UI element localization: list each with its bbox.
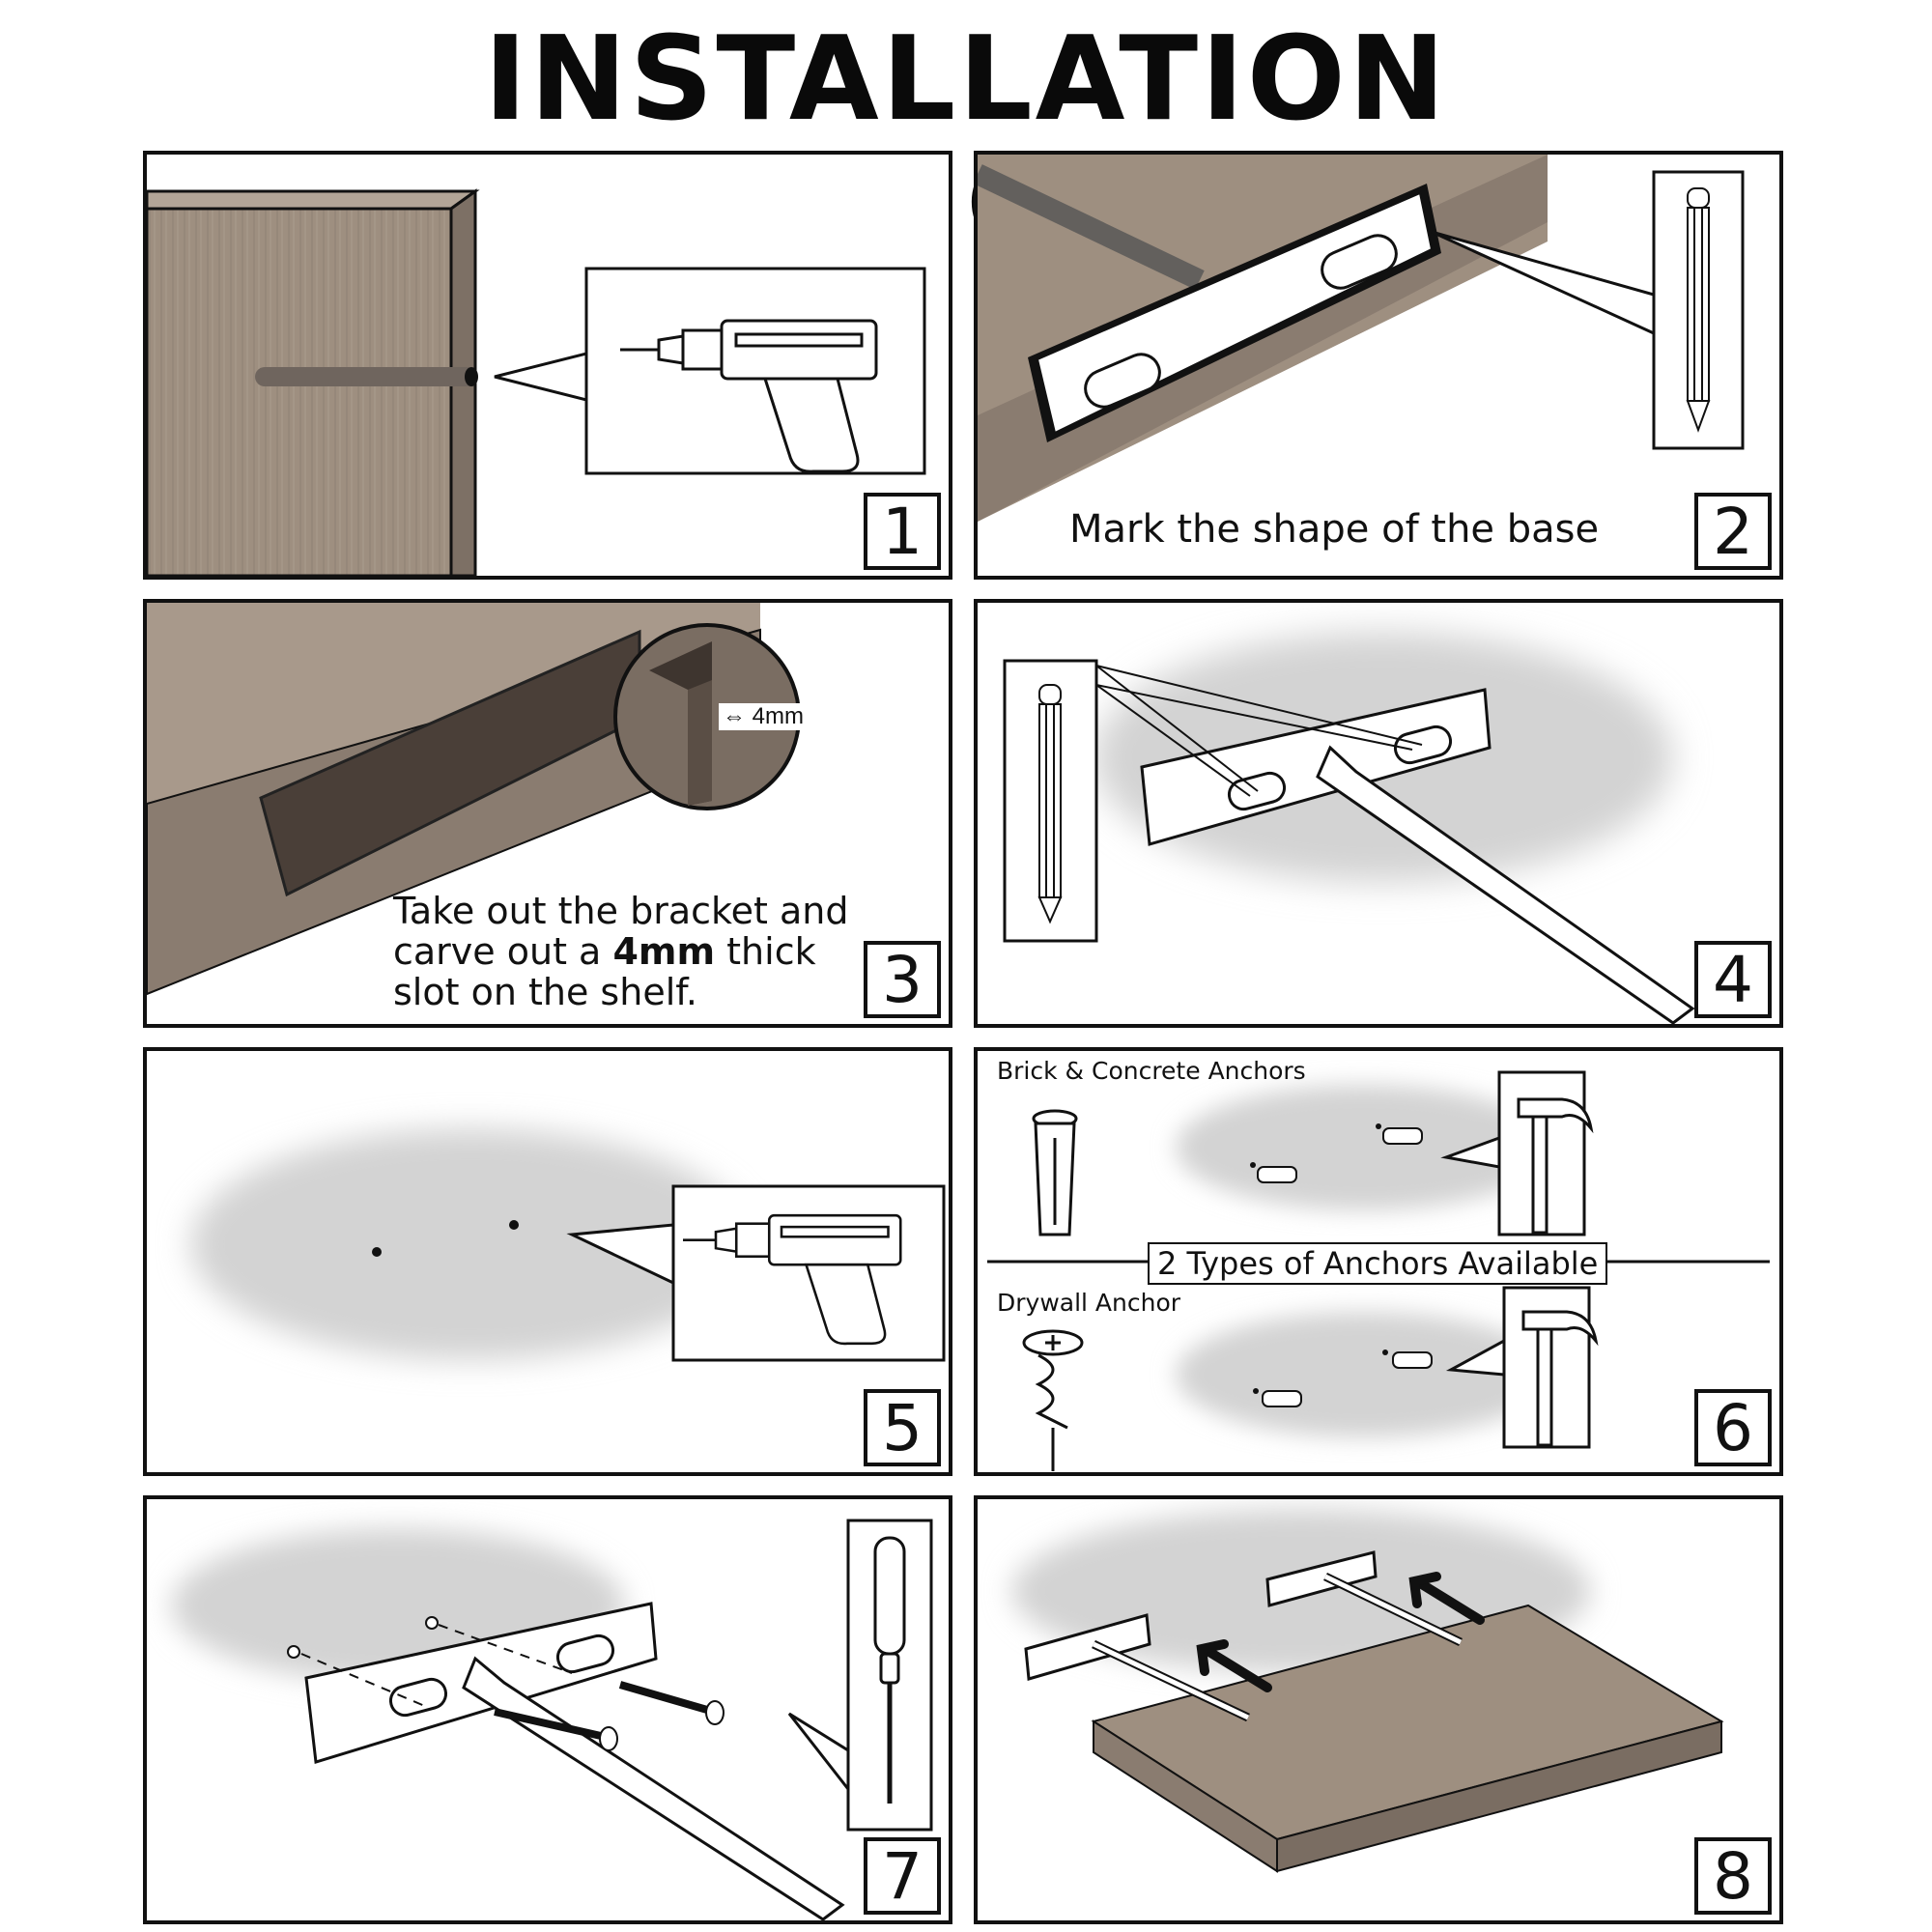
bracket-plate (1140, 688, 1492, 846)
drill-mark (372, 1247, 382, 1257)
wall-shadow (190, 1128, 751, 1360)
arrow-icon (1196, 1639, 1272, 1692)
step-5-illustration (190, 1128, 946, 1362)
step-number: 1 (864, 493, 941, 570)
drilled-hole (255, 367, 477, 386)
step-4-illustration (1003, 632, 1695, 1024)
screw-icon (1262, 1390, 1302, 1407)
pencil-icon (1037, 684, 1063, 924)
hammer-icon (1521, 1310, 1599, 1447)
shelf-front-face (147, 207, 453, 576)
step-8-panel: 8 (974, 1495, 1783, 1924)
hammer-icon (1517, 1097, 1594, 1235)
anchor-types-label: 2 Types of Anchors Available (1148, 1242, 1608, 1285)
step-2-illustration (978, 155, 1745, 522)
step-3-panel: ⇔ 4mm Take out the bracket and carve out… (143, 599, 952, 1028)
anchor-icon (1257, 1166, 1297, 1183)
step-2-caption: Mark the shape of the base (1069, 507, 1600, 552)
screw-icon (494, 1708, 618, 1751)
step-number: 6 (1694, 1389, 1772, 1466)
bracket-rod (1316, 745, 1695, 1024)
step-number: 7 (864, 1837, 941, 1915)
arrow-icon (1408, 1572, 1485, 1625)
step-number: 8 (1694, 1837, 1772, 1915)
step-number: 3 (864, 941, 941, 1018)
screw-icon (1392, 1351, 1433, 1369)
shelf-side-face (1276, 1719, 1722, 1873)
step-6-illustration (987, 1070, 1770, 1471)
step-6-panel: Brick & Concrete Anchors 2 Types of Anch… (974, 1047, 1783, 1476)
step-number: 2 (1694, 493, 1772, 570)
step-7-illustration (171, 1519, 933, 1920)
callout-pointer (1431, 230, 1656, 336)
callout-pointer (787, 1712, 850, 1794)
step-7-panel: 7 (143, 1495, 952, 1924)
drill-icon (683, 1213, 902, 1346)
step-8-illustration (1011, 1509, 1724, 1873)
brick-anchor-label: Brick & Concrete Anchors (997, 1057, 1306, 1085)
shelf-top-face (147, 189, 480, 211)
drill-mark (509, 1220, 519, 1230)
pencil-icon (1686, 187, 1711, 433)
callout-pointer (494, 352, 588, 402)
screwdriver-icon (873, 1536, 906, 1804)
anchor-icon (1022, 1329, 1084, 1471)
step-4-panel: 4 (974, 599, 1783, 1028)
step-number: 4 (1694, 941, 1772, 1018)
step-number: 5 (864, 1389, 941, 1466)
drill-icon (620, 319, 878, 473)
anchor-icon (1032, 1109, 1078, 1236)
step-2-panel: Mark the shape of the base 2 (974, 151, 1783, 580)
bracket-plate (1265, 1550, 1378, 1607)
step-3-caption: Take out the bracket and carve out a 4mm… (393, 890, 849, 1013)
anchor-icon (1382, 1127, 1423, 1145)
step-5-panel: 5 (143, 1047, 952, 1476)
step-3-illustration (147, 603, 801, 996)
screw-icon (618, 1681, 724, 1725)
step-1-illustration (147, 188, 926, 576)
bracket-plate (1024, 1613, 1151, 1681)
step-1-panel: 1 (143, 151, 952, 580)
drywall-anchor-label: Drywall Anchor (997, 1289, 1181, 1317)
detail-thickness-label: ⇔ 4mm (719, 703, 809, 730)
